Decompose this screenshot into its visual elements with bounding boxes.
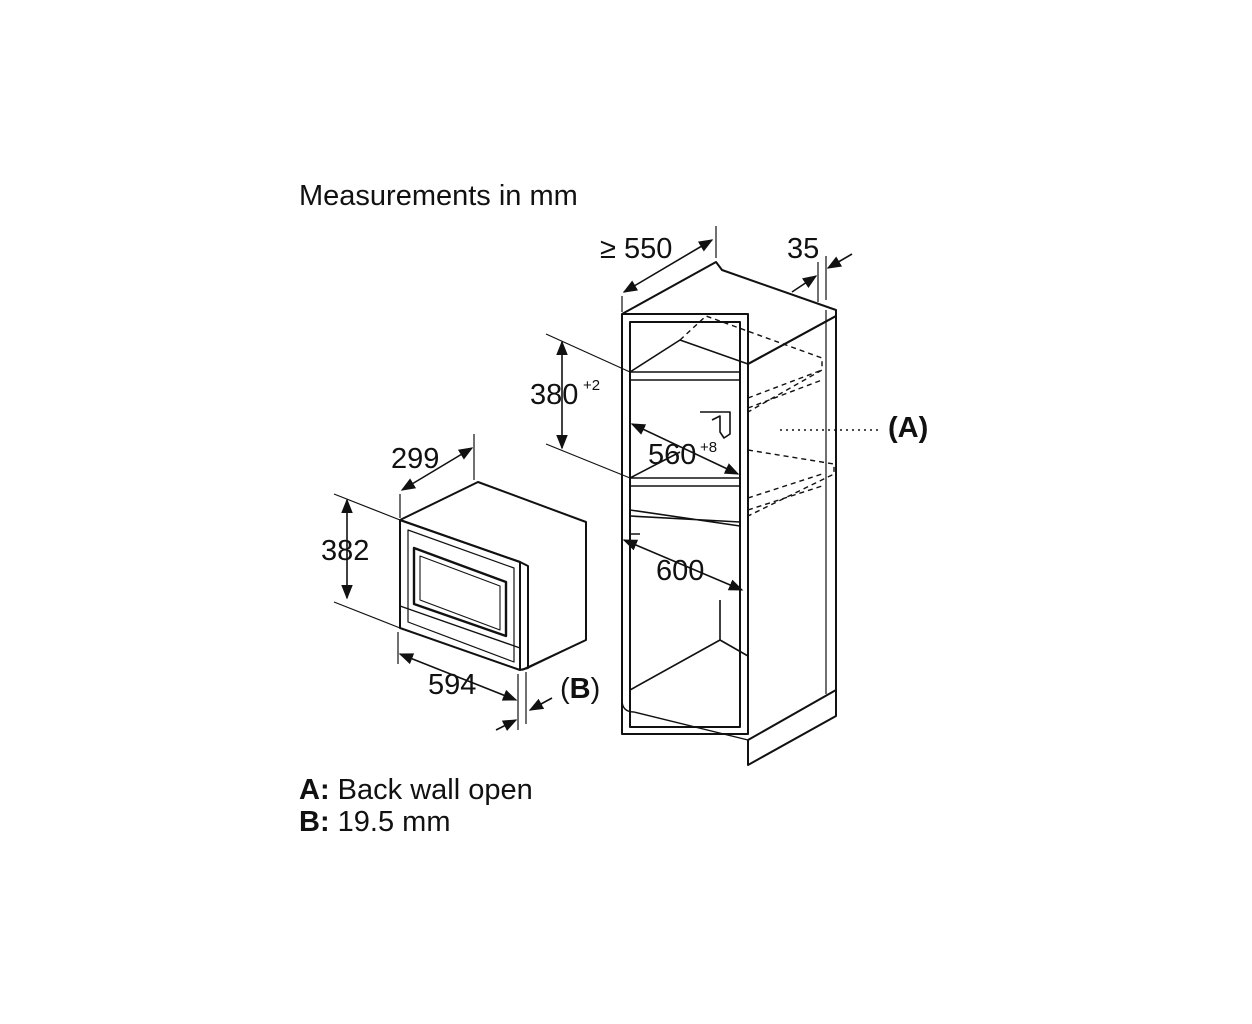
appliance-control-strip — [399, 605, 521, 649]
tall-cabinet — [621, 261, 837, 766]
lower-shelf — [629, 509, 741, 527]
dim-appliance-width: 594 — [428, 669, 476, 701]
dim-inner-width: 600 — [656, 555, 704, 587]
legend-b-text: 19.5 mm — [337, 806, 451, 838]
diagram-title: Measurements in mm — [299, 180, 578, 212]
cabinet-right-side — [747, 315, 837, 741]
dim-niche-width-tol: +8 — [700, 439, 717, 456]
legend-a-text: Back wall open — [337, 774, 533, 806]
appliance-window — [412, 546, 508, 638]
niche-bracket — [700, 411, 731, 439]
dim-niche-height-tol: +2 — [583, 377, 600, 394]
dimension-lines — [333, 226, 880, 731]
dim-appliance-height: 382 — [321, 535, 369, 567]
marker-a: (A) — [888, 412, 928, 444]
legend-a-key: A: — [299, 774, 330, 806]
legend-b: B: 19.5 mm — [299, 806, 451, 839]
dim-niche-width: 560 — [648, 439, 696, 471]
legend-a: A: Back wall open — [299, 774, 533, 807]
appliance — [399, 481, 587, 671]
legend-b-key: B: — [299, 806, 330, 838]
cabinet-plinth — [621, 690, 837, 766]
dim-niche-height: 380 — [530, 379, 578, 411]
dim-cabinet-side: 35 — [787, 233, 819, 265]
dim-cabinet-depth: ≥ 550 — [600, 233, 672, 265]
cabinet-front-inner — [629, 321, 741, 728]
lower-compartment — [629, 533, 749, 691]
open-back-wall-dashes — [679, 315, 835, 517]
marker-b: (B) — [560, 673, 600, 705]
appliance-front — [399, 519, 521, 671]
upper-shelf — [629, 339, 749, 381]
dim-appliance-depth: 299 — [391, 443, 439, 475]
